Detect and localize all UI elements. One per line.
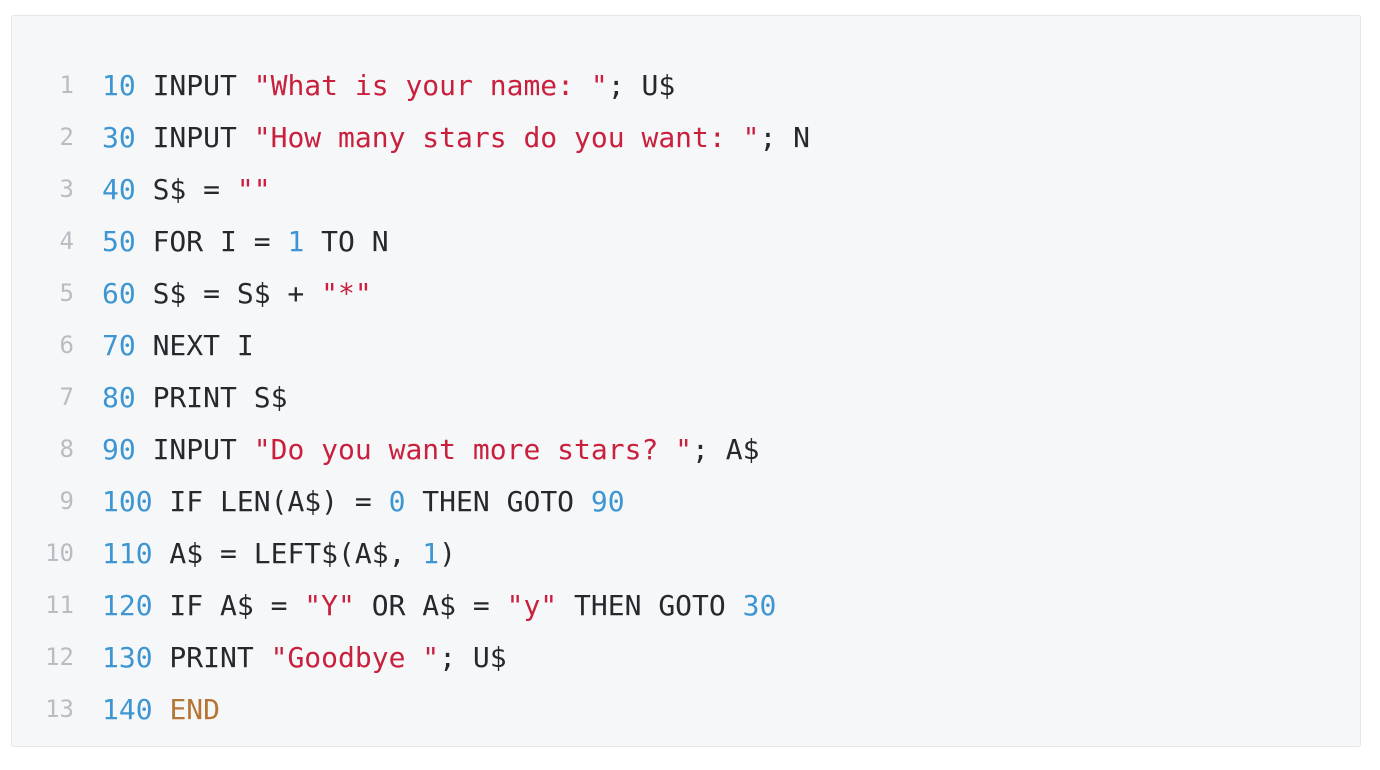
line-number: 11 xyxy=(45,591,74,619)
code-line: 2 30 INPUT "How many stars do you want: "… xyxy=(12,112,1360,164)
line-number: 2 xyxy=(59,123,74,151)
line-number: 8 xyxy=(59,435,74,463)
number-token: 90 xyxy=(590,485,625,518)
line-number: 4 xyxy=(59,227,74,255)
line-code: 130 PRINT "Goodbye "; U$ xyxy=(102,632,507,684)
number-token: 120 xyxy=(102,589,153,622)
number-token: 10 xyxy=(102,69,136,102)
string-token: "Do you want more stars? " xyxy=(253,433,693,466)
code-token: PRINT S$ xyxy=(135,381,288,414)
code-token: INPUT xyxy=(135,121,254,154)
line-number: 12 xyxy=(45,643,74,671)
code-line: 8 90 INPUT "Do you want more stars? "; A$ xyxy=(12,424,1360,476)
number-token: 70 xyxy=(102,329,136,362)
line-code: 100 IF LEN(A$) = 0 THEN GOTO 90 xyxy=(102,476,625,528)
code-token: ; U$ xyxy=(439,641,507,674)
code-token: THEN GOTO xyxy=(557,589,743,622)
string-token: "Y" xyxy=(304,589,355,622)
line-number: 7 xyxy=(59,383,74,411)
line-code: 60 S$ = S$ + "*" xyxy=(102,268,372,320)
code-line: 3 40 S$ = "" xyxy=(12,164,1360,216)
number-token: 0 xyxy=(388,485,406,518)
code-token: A$ = LEFT$(A$, xyxy=(152,537,423,570)
number-token: 50 xyxy=(102,225,136,258)
number-token: 140 xyxy=(102,693,153,726)
string-token: "" xyxy=(236,173,271,206)
line-code: 10 INPUT "What is your name: "; U$ xyxy=(102,60,675,112)
code-token: NEXT I xyxy=(135,329,254,362)
code-token: FOR I = xyxy=(135,225,288,258)
code-line: 5 60 S$ = S$ + "*" xyxy=(12,268,1360,320)
code-token xyxy=(153,693,170,726)
number-token: 30 xyxy=(742,589,777,622)
number-token: 1 xyxy=(287,225,305,258)
code-token: ) xyxy=(439,537,457,570)
line-code: 110 A$ = LEFT$(A$, 1) xyxy=(102,528,456,580)
line-number: 3 xyxy=(59,175,74,203)
code-token: IF LEN(A$) = xyxy=(152,485,389,518)
code-line: 4 50 FOR I = 1 TO N xyxy=(12,216,1360,268)
code-line: 7 80 PRINT S$ xyxy=(12,372,1360,424)
number-token: 40 xyxy=(102,173,136,206)
number-token: 110 xyxy=(102,537,153,570)
code-token: IF A$ = xyxy=(152,589,305,622)
line-number: 5 xyxy=(59,279,74,307)
code-token: ; N xyxy=(759,121,811,154)
code-token: ; A$ xyxy=(692,433,760,466)
line-code: 80 PRINT S$ xyxy=(102,372,287,424)
line-number: 1 xyxy=(59,71,74,99)
number-token: 130 xyxy=(102,641,153,674)
code-line: 9 100 IF LEN(A$) = 0 THEN GOTO 90 xyxy=(12,476,1360,528)
number-token: 100 xyxy=(102,485,153,518)
code-token: PRINT xyxy=(152,641,271,674)
number-token: 30 xyxy=(102,121,136,154)
string-token: "Goodbye " xyxy=(270,641,440,674)
line-code: 90 INPUT "Do you want more stars? "; A$ xyxy=(102,424,759,476)
line-number: 10 xyxy=(45,539,74,567)
code-token: S$ = S$ + xyxy=(135,277,322,310)
code-token: TO N xyxy=(304,225,389,258)
code-token: INPUT xyxy=(135,69,254,102)
line-number: 13 xyxy=(45,695,74,723)
code-line: 13 140 END xyxy=(12,684,1360,736)
line-code: 50 FOR I = 1 TO N xyxy=(102,216,389,268)
number-token: 80 xyxy=(102,381,136,414)
line-code: 120 IF A$ = "Y" OR A$ = "y" THEN GOTO 30 xyxy=(102,580,776,632)
line-code: 40 S$ = "" xyxy=(102,164,271,216)
string-token: "y" xyxy=(506,589,558,622)
code-line: 10 110 A$ = LEFT$(A$, 1) xyxy=(12,528,1360,580)
line-code: 30 INPUT "How many stars do you want: ";… xyxy=(102,112,810,164)
line-number: 6 xyxy=(59,331,74,359)
code-token: S$ = xyxy=(135,173,237,206)
code-token: OR A$ = xyxy=(354,589,507,622)
string-token: "*" xyxy=(321,277,372,310)
string-token: "How many stars do you want: " xyxy=(253,121,760,154)
code-token: INPUT xyxy=(135,433,254,466)
code-line: 11 120 IF A$ = "Y" OR A$ = "y" THEN GOTO … xyxy=(12,580,1360,632)
code-token: THEN GOTO xyxy=(405,485,591,518)
number-token: 90 xyxy=(102,433,136,466)
line-code: 140 END xyxy=(102,684,220,736)
code-line: 12 130 PRINT "Goodbye "; U$ xyxy=(12,632,1360,684)
line-code: 70 NEXT I xyxy=(102,320,254,372)
keyword-token: END xyxy=(169,693,221,726)
code-token: ; U$ xyxy=(607,69,676,102)
line-number: 9 xyxy=(59,487,74,515)
string-token: "What is your name: " xyxy=(253,69,608,102)
code-line: 1 10 INPUT "What is your name: "; U$ xyxy=(12,60,1360,112)
number-token: 1 xyxy=(422,537,440,570)
code-line: 6 70 NEXT I xyxy=(12,320,1360,372)
number-token: 60 xyxy=(102,277,136,310)
